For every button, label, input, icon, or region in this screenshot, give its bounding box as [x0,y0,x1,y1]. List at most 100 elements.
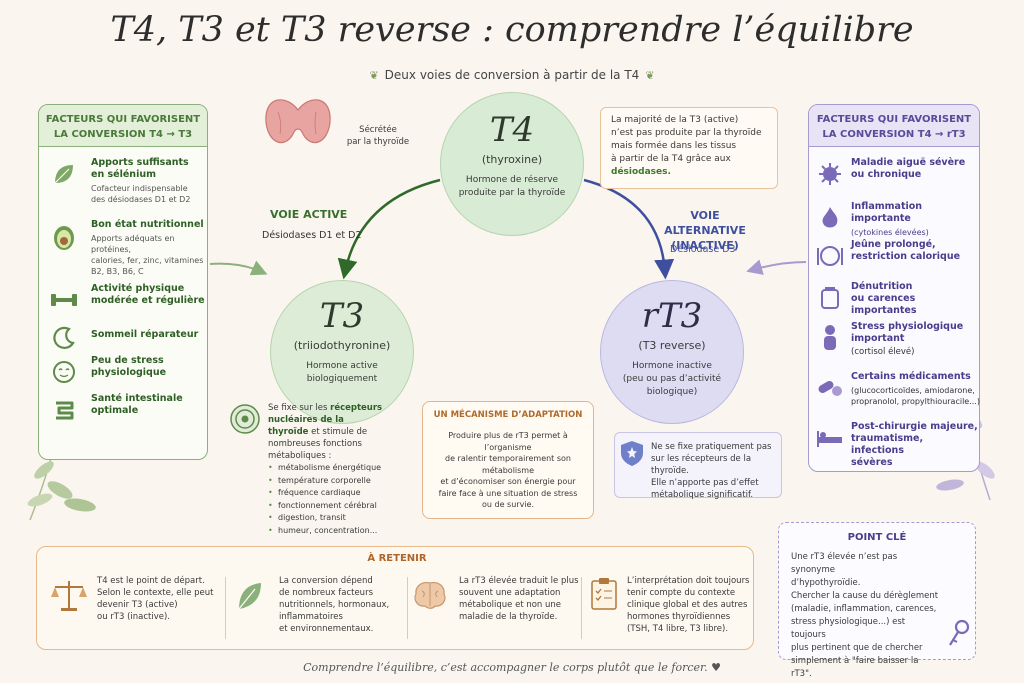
t3-action-point: métabolisme énergétique [268,462,386,475]
alternative-path-enzyme: Désiodase D3 [670,244,736,255]
t3-action-point: humeur, concentration... [268,525,386,538]
takeaway-line: hormones thyroïdiennes [627,612,731,622]
t3-name: (triiodothyronine) [293,339,391,352]
key-point-line: Chercher la cause du dérèglement [791,591,939,601]
hospital-bed-icon [815,423,845,453]
t3-factors-header: FACTEURS QUI FAVORISENT LA CONVERSION T4… [39,105,207,147]
adaptation-mechanism-box: UN MÉCANISME D’ADAPTATION Produire plus … [422,401,594,519]
alt-label-line: VOIE ALTERNATIVE [664,209,746,237]
key-icon [947,619,973,653]
item-title: ou chronique [851,169,922,180]
key-point-header: POINT CLÉ [847,532,907,543]
calm-face-icon [49,357,79,387]
rt3-factors-panel: FACTEURS QUI FAVORISENT LA CONVERSION T4… [808,104,980,472]
t3-desc: Hormone active biologiquement [271,360,413,386]
mechanism-line: et d’économiser son énergie pour [440,477,576,486]
mechanism-line: de ralentir temporairement son métabolis… [444,454,571,475]
thyroid-caption-line: par la thyroïde [346,137,410,147]
item-title: Stress physiologique [851,321,964,332]
takeaway-line: L’interprétation doit toujours [627,576,750,586]
rt3-desc: Hormone inactive (peu ou pas d’activité … [601,360,743,399]
item-title: Jeûne prolongé, [851,239,936,250]
brain-icon [411,579,449,615]
item-sub: propranolol, propylthiouracile...) [851,397,980,406]
takeaway-line: La rT3 élevée traduit le plus [459,576,579,586]
mechanism-line: Produire plus de rT3 permet à l’organism… [448,431,568,452]
t3-action-point: température corporelle [268,475,386,488]
divider [225,577,226,639]
t4-desc: Hormone de réserve produite par la thyro… [441,174,583,200]
takeaway-line: tenir compte du contexte [627,588,736,598]
alternative-path-label: VOIE ALTERNATIVE (INACTIVE) [650,208,760,253]
takeaway-line: (TSH, T4 libre, T3 libre). [627,624,729,634]
active-path-label: VOIE ACTIVE [270,208,348,221]
takeaway-line: ou rT3 (inactive). [97,612,171,622]
key-takeaways-box: À RETENIR T4 est le point de départ. Sel… [36,546,754,650]
t3-factors-panel: FACTEURS QUI FAVORISENT LA CONVERSION T4… [38,104,208,460]
t4-name: (thyroxine) [481,153,543,166]
rt3-effect-text: Ne se fixe pratiquement pas sur les réce… [651,441,781,501]
t3-intro-text: Se fixe sur les [268,403,331,413]
item-title: Inflammation importante [851,201,923,224]
item-sub: calories, fer, zinc, vitamines [91,256,204,265]
takeaway-item: La rT3 élevée traduit le plus souvent un… [409,575,584,645]
virus-icon [815,159,845,189]
item-title: traumatisme, infections [851,433,924,456]
takeaway-line: devenir T3 (active) [97,600,178,610]
t3-action-point: digestion, transit [268,512,386,525]
item-title: sévères [851,457,893,468]
t3-intro-highlight: récepteurs nucléaires de la thyroïde [268,403,383,437]
target-icon [228,402,262,436]
leaf-icon [235,579,265,617]
t3-action-point: fréquence cardiaque [268,487,386,500]
key-point-box: POINT CLÉ Une rT3 élevée n’est pas synon… [778,522,976,679]
rt3-effect-line: Elle n’apporte pas d’effet [651,478,759,488]
thyroid-icon [258,92,338,156]
info-line: mais formée dans les tissus [611,141,737,151]
t3-desc-line: Hormone active [306,361,378,371]
takeaway-line: T4 est le point de départ. [97,576,205,586]
header-line: LA CONVERSION T4 → T3 [53,129,193,140]
t3-symbol: T3 [319,296,365,336]
t3-desc-line: biologiquement [306,374,378,384]
item-title: Apports suffisants [91,157,189,168]
moon-icon [49,323,79,353]
rt3-effect-line: métabolique significatif. [651,490,754,500]
item-sub: (cortisol élevé) [851,347,915,357]
key-point-line: plus pertinent que de chercher [791,643,923,653]
item-title: physiologique [91,367,167,378]
takeaway-text: La rT3 élevée traduit le plus souvent un… [459,575,579,623]
takeaway-line: nutritionnels, hormonaux, [279,600,390,610]
header-line: LA CONVERSION T4 → rT3 [822,129,966,140]
item-sub: Apports adéquats en protéines, [91,234,175,254]
item-sub: (cytokines élevées) [851,228,929,237]
flame-icon [815,203,845,233]
thyroid-caption: Sécrétée par la thyroïde [338,124,418,148]
page-title: T4, T3 et T3 reverse : comprendre l’équi… [110,10,914,50]
item-title: Post-chirurgie majeure, [851,421,978,432]
leaf-icon [49,159,79,189]
takeaway-line: clinique global et des autres [627,600,748,610]
t3-action-box: Se fixe sur les récepteurs nucléaires de… [268,402,386,540]
active-path-enzymes: Désiodases D1 et D2 [262,230,362,241]
takeaway-line: métabolique et non une [459,600,562,610]
sprig-icon: ❦ [369,69,379,82]
t3-action-point: fonctionnement cérébral [268,500,386,513]
takeaway-line: de nombreux facteurs [279,588,373,598]
item-sub: B2, B3, B6, C [91,267,144,276]
thyroid-caption-line: Sécrétée [359,125,397,135]
item-title: Sommeil réparateur [91,329,199,340]
item-title: Peu de stress [91,355,164,366]
header-line: FACTEURS QUI FAVORISENT [45,114,201,125]
empty-jar-icon [815,283,845,313]
rt3-symbol: rT3 [641,296,703,336]
left-factors-arrow [209,260,268,276]
rt3-factors-header: FACTEURS QUI FAVORISENT LA CONVERSION T4… [809,105,979,147]
mechanism-text: Produire plus de rT3 permet à l’organism… [423,420,593,511]
t3-circle: T3 (triiodothyronine) Hormone active bio… [270,280,414,424]
rt3-desc-line: biologique) [646,387,698,397]
info-highlight: désiodases. [611,167,671,177]
t3-action-intro: Se fixe sur les récepteurs nucléaires de… [268,402,386,462]
takeaway-line: et environnementaux. [279,624,374,634]
divider [581,577,582,639]
